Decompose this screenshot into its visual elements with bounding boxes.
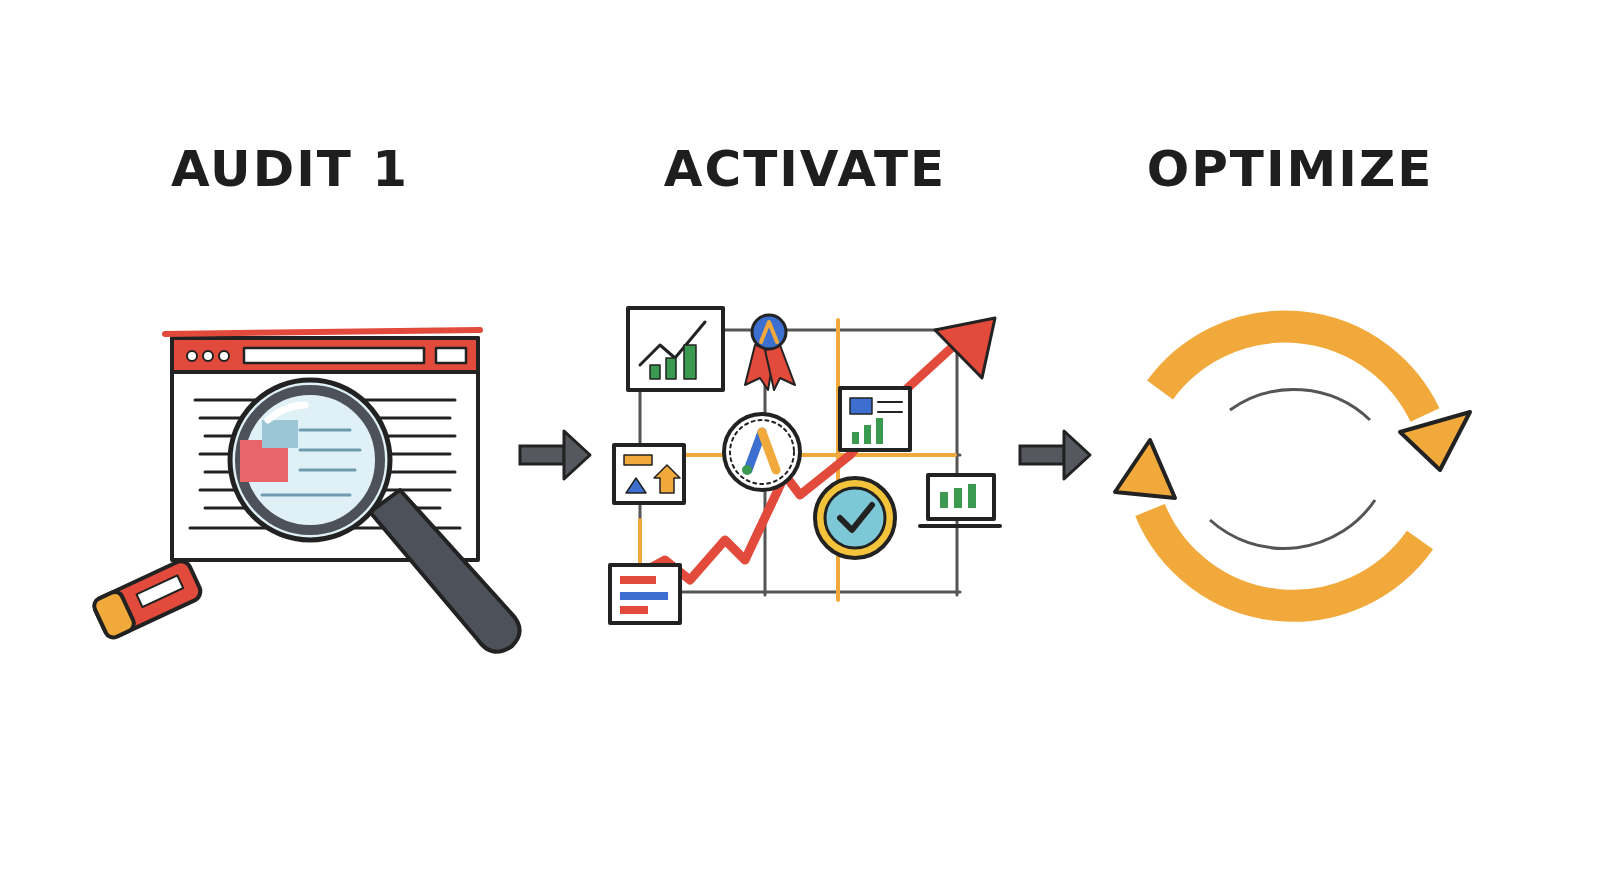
stage-heading: OPTIMIZE [1100,140,1480,198]
stage: OPTIMIZE [1100,140,1480,680]
stage: ACTIVATE [600,140,1010,680]
optimize-illustration [1115,327,1470,606]
stage: AUDIT 1 [70,140,510,680]
audit-illustration [92,330,520,652]
flow-arrow [520,431,590,479]
activate-illustration [610,308,1000,623]
flow-arrow [1020,431,1090,479]
stage-heading: ACTIVATE [600,140,1010,198]
stage-heading: AUDIT 1 [70,140,510,198]
